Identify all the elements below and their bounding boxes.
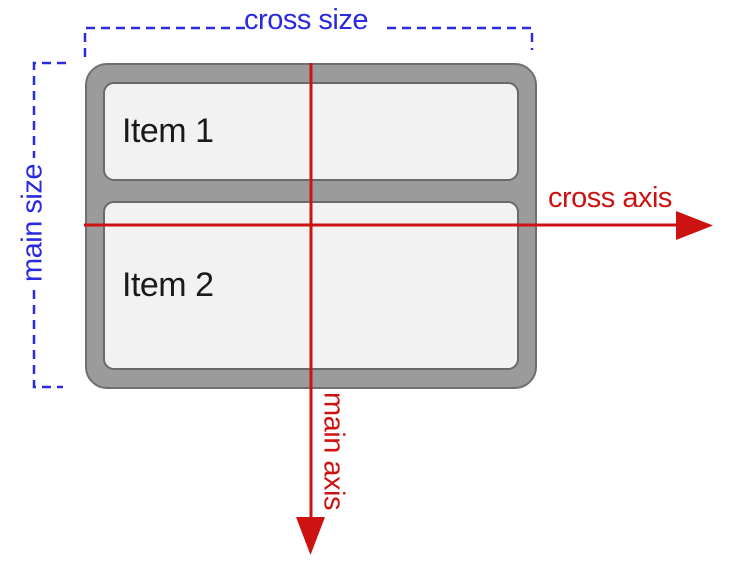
flex-item-1: Item 1 (103, 82, 519, 182)
cross-axis-label: cross axis (548, 182, 672, 214)
flex-item-2-label: Item 2 (122, 266, 214, 305)
cross-size-bracket-right (387, 26, 534, 50)
main-axis-label: main axis (317, 392, 350, 510)
cross-size-bracket-left (83, 26, 247, 57)
main-size-bracket-bottom (32, 290, 63, 389)
flex-item-2: Item 2 (103, 201, 519, 370)
flex-container: Item 1 Item 2 (85, 63, 537, 389)
cross-axis-arrowhead-icon (676, 211, 713, 240)
main-axis-arrowhead-icon (296, 517, 325, 555)
flex-item-1-label: Item 1 (122, 112, 214, 151)
cross-size-label: cross size (244, 4, 368, 36)
main-size-label: main size (16, 164, 49, 282)
main-size-bracket-top (32, 61, 66, 158)
